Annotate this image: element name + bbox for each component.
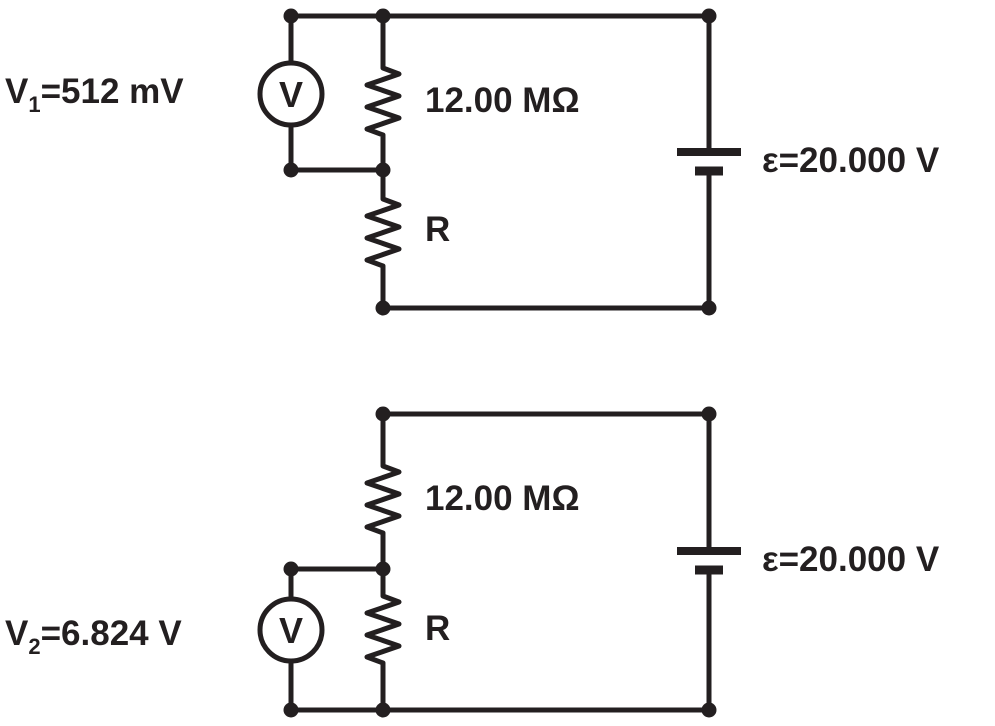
resistor-12mohm — [364, 459, 402, 543]
battery — [677, 547, 741, 575]
resistor-r — [364, 192, 402, 271]
node — [701, 8, 717, 24]
reading-subscript: 2 — [28, 634, 40, 659]
emf-label: ε=20.000 V — [762, 540, 940, 579]
voltmeter-2: V — [257, 596, 325, 664]
resistor-r-label: R — [425, 609, 450, 648]
node — [375, 8, 391, 24]
battery — [677, 148, 741, 176]
resistor-12mohm-label: 12.00 MΩ — [425, 81, 580, 120]
node — [701, 406, 717, 422]
reading-symbol: V — [5, 72, 29, 111]
reading-symbol: V — [5, 614, 29, 653]
node — [283, 162, 299, 178]
emf-label: ε=20.000 V — [762, 141, 940, 180]
voltmeter-circle — [257, 596, 325, 664]
resistor-12mohm-label: 12.00 MΩ — [425, 479, 580, 518]
reading-value: =6.824 V — [41, 614, 183, 653]
voltmeter-circle — [257, 60, 325, 128]
node — [283, 702, 299, 718]
voltmeter-letter: V — [279, 610, 303, 651]
resistor-r-label: R — [425, 210, 450, 249]
reading-subscript: 1 — [28, 92, 40, 117]
reading-value: =512 mV — [41, 72, 185, 111]
node — [375, 300, 391, 316]
node — [283, 8, 299, 24]
node — [375, 406, 391, 422]
voltmeter-letter: V — [279, 74, 303, 115]
node — [375, 702, 391, 718]
voltmeter-reading-label: V2=6.824 V — [5, 614, 182, 659]
node — [375, 162, 391, 178]
circuit-bottom: V V2=6.824 V 12.00 MΩ R ε=20.000 V — [5, 406, 940, 718]
voltmeter-reading-label: V1=512 mV — [5, 72, 184, 117]
resistor-12mohm — [364, 61, 402, 145]
voltmeter-1: V — [257, 60, 325, 128]
node — [283, 561, 299, 577]
circuit-top: V V1=512 mV 12.00 MΩ R ε=20.000 V — [5, 8, 940, 316]
node — [701, 702, 717, 718]
node — [701, 300, 717, 316]
resistor-r — [364, 589, 402, 671]
node — [375, 561, 391, 577]
